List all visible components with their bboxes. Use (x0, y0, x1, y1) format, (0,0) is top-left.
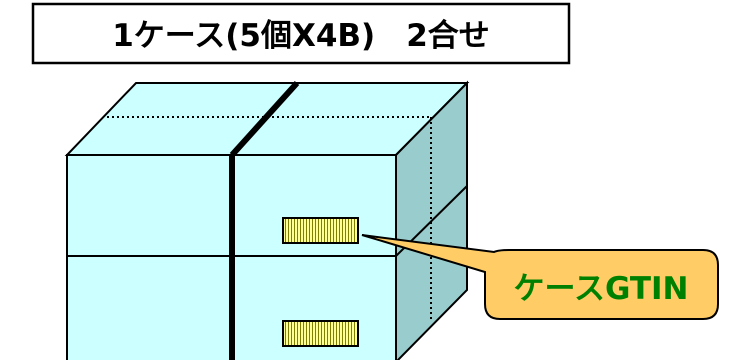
gtin-barcode-label-lower (282, 320, 359, 347)
gtin-barcode-label-upper (282, 217, 359, 244)
callout-label: ケースGTIN (514, 271, 689, 307)
page-title: 1ケース(5個X4B) 2合せ (112, 18, 490, 54)
gtin-callout: ケースGTIN (361, 234, 719, 320)
title-border (31, 2, 571, 65)
title-box: 1ケース(5個X4B) 2合せ (31, 2, 571, 65)
strap-band-top (229, 80, 300, 158)
callout-bubble (361, 234, 719, 320)
